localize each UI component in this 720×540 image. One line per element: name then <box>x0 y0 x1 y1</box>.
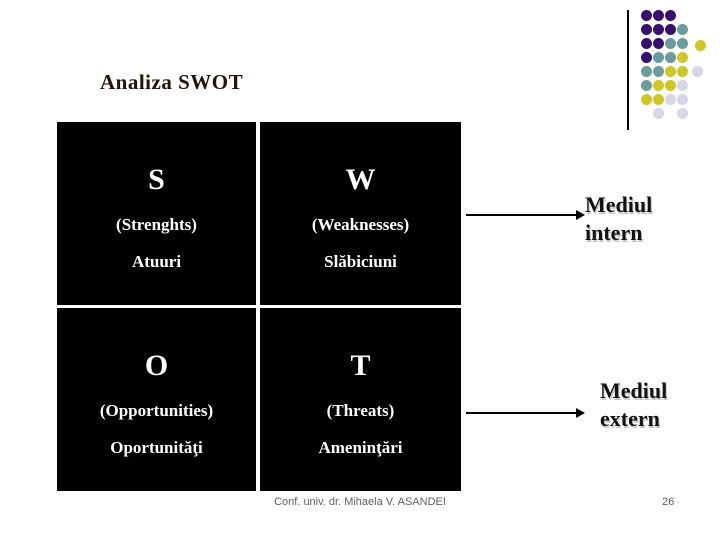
label-mediul-intern: Mediul intern <box>585 192 653 245</box>
decoration-dot <box>664 93 676 105</box>
decoration-dot <box>664 37 676 49</box>
decoration-dot <box>652 23 664 35</box>
decoration-dot <box>652 107 664 119</box>
decoration-dot <box>652 65 664 77</box>
quadrant-letter: W <box>345 163 376 196</box>
decoration-vertical-line <box>627 10 629 130</box>
decoration-dot <box>676 79 688 91</box>
quadrant-english: (Opportunities) <box>99 401 214 420</box>
quadrant-romanian: Oportunităţi <box>110 438 203 457</box>
decoration-dot <box>676 51 688 63</box>
decoration-dot <box>676 93 688 105</box>
footer-page-number: 26 <box>662 496 675 508</box>
decoration-dot <box>652 93 664 105</box>
decoration-dot <box>652 9 664 21</box>
quadrant-romanian: Ameninţări <box>318 438 403 457</box>
decoration-dot <box>676 37 688 49</box>
decoration-dot <box>640 65 652 77</box>
quadrant-threats: T (Threats) Ameninţări <box>260 308 461 491</box>
quadrant-english: (Strenghts) <box>116 215 197 234</box>
quadrant-english: (Weaknesses) <box>311 215 410 234</box>
quadrant-romanian: Slăbiciuni <box>324 252 397 271</box>
arrow-head-icon <box>576 408 585 418</box>
quadrant-letter: S <box>148 163 165 196</box>
decoration-dot <box>694 39 706 51</box>
decoration-dot <box>652 79 664 91</box>
arrow-line <box>466 412 578 414</box>
decoration-dot <box>676 107 688 119</box>
decoration-dot <box>664 23 676 35</box>
decoration-dot <box>640 37 652 49</box>
decoration-dot <box>676 23 688 35</box>
decoration-dot <box>640 9 652 21</box>
decoration-dot <box>652 51 664 63</box>
quadrant-letter: O <box>144 349 169 382</box>
quadrant-letter: T <box>350 349 371 382</box>
decoration-dot <box>640 51 652 63</box>
decoration-dot <box>652 37 664 49</box>
decoration-dot <box>640 23 652 35</box>
decoration-dot <box>664 79 676 91</box>
decoration-dot <box>664 9 676 21</box>
arrow-head-icon <box>576 210 585 220</box>
quadrant-english: (Threats) <box>326 401 395 420</box>
decoration-dot <box>640 79 652 91</box>
label-mediul-extern: Mediul extern <box>600 378 668 431</box>
slide-title: Analiza SWOT <box>100 70 244 94</box>
arrow-line <box>466 214 578 216</box>
quadrant-strengths: S (Strenghts) Atuuri <box>57 122 256 305</box>
decoration-dot <box>664 65 676 77</box>
quadrant-opportunities: O (Opportunities) Oportunităţi <box>57 308 256 491</box>
decoration-dot <box>664 51 676 63</box>
decoration-dot <box>640 93 652 105</box>
footer-author: Conf. univ. dr. Mihaela V. ASANDEI <box>274 496 446 508</box>
quadrant-romanian: Atuuri <box>131 252 182 271</box>
decoration-dot <box>676 65 688 77</box>
quadrant-weaknesses: W (Weaknesses) Slăbiciuni <box>260 122 461 305</box>
decoration-dot <box>691 65 703 77</box>
